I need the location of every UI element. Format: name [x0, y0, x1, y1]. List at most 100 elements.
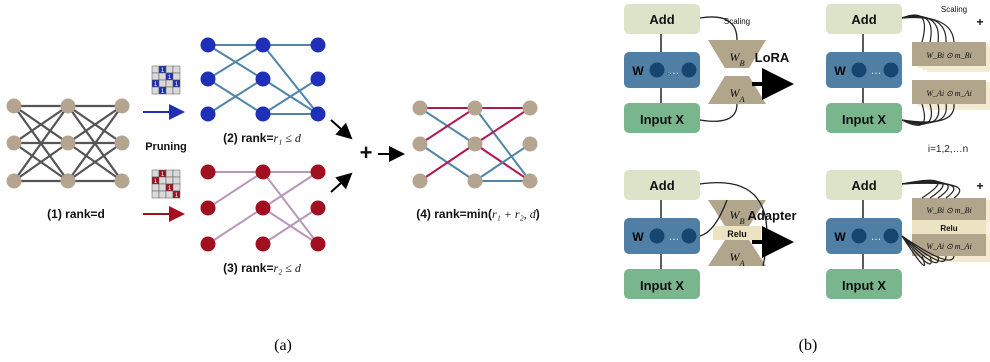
red-node [255, 164, 271, 180]
red-node [310, 236, 326, 252]
red-label-prefix: (3) rank= [223, 261, 273, 275]
blue-edge [207, 44, 264, 80]
merge-arrow-bottom [330, 172, 353, 193]
add-box [826, 170, 902, 200]
merged-node [412, 173, 428, 189]
mask-cell [172, 65, 181, 74]
mask-cell [151, 65, 160, 74]
index-label: i=1,2,…n [928, 144, 968, 155]
neuron-dot [851, 228, 867, 244]
adapter-in-curve [901, 235, 939, 264]
wb-trapezoid [708, 40, 766, 68]
wb-trapezoid [708, 200, 766, 226]
mask-cell [165, 86, 174, 95]
mask-cell [165, 169, 174, 178]
red-node [255, 236, 271, 252]
mask-cell [151, 169, 160, 178]
wb-mask-label: W_Bi ⊙ m_Bi [926, 51, 971, 60]
merged-node [522, 173, 538, 189]
neuron-dot [649, 228, 665, 244]
merged-edge [474, 143, 531, 182]
blue-network-label: (2) rank=r₁ ≤ d [223, 131, 302, 145]
adapter-out-curve [901, 182, 955, 199]
caption-b: (b) [799, 337, 818, 354]
lora-arrow-label: LoRA [755, 50, 790, 65]
input-label: Input X [640, 112, 684, 127]
mask-value: 1 [161, 89, 165, 95]
mask-value: 1 [161, 68, 165, 74]
mask-value: 1 [154, 179, 158, 185]
caption-a: (a) [274, 337, 292, 354]
mask-value: 1 [154, 82, 158, 88]
relu-label: Relu [940, 224, 957, 233]
red-edge [207, 207, 264, 245]
full-rank-label: (1) rank=d [47, 207, 105, 221]
adapter-in-curve [699, 199, 728, 237]
input-label: Input X [842, 278, 886, 293]
wa-mask-label: W_Ai ⊙ m_Ai [926, 242, 971, 251]
blue-node [255, 71, 271, 87]
relu-stack-layer [912, 220, 986, 234]
mask-cell [172, 190, 181, 199]
mask-cell [158, 176, 167, 185]
merged-edge [419, 107, 476, 145]
input-box [624, 269, 700, 299]
neuron-dot [681, 228, 697, 244]
add-label: Add [649, 178, 674, 193]
full-node [114, 98, 130, 114]
full-node [60, 98, 76, 114]
scaling-label: Scaling [941, 5, 967, 14]
merged-node [467, 100, 483, 116]
blue-edge [207, 78, 264, 115]
full-node [6, 135, 22, 151]
blue-node [310, 37, 326, 53]
add-box [624, 4, 700, 34]
scaling-label: Scaling [724, 17, 750, 26]
red-edge [207, 171, 264, 209]
red-edge [262, 171, 319, 209]
blue-edge [262, 78, 319, 115]
mask-cell [165, 65, 174, 74]
add-box [624, 170, 700, 200]
adapter-out-curve [901, 182, 961, 199]
red-pruned-network [200, 164, 326, 252]
full-edge [13, 105, 69, 182]
wb-stack-layer [912, 198, 986, 220]
ellipsis: … [669, 65, 680, 77]
mask-value: 1 [175, 193, 179, 199]
red-label-math: r₂ ≤ d [273, 261, 301, 275]
blue-node [310, 106, 326, 122]
wa-stack-layer [912, 234, 986, 256]
mask-cell [172, 86, 181, 95]
pruning-label: Pruning [145, 141, 187, 153]
scaling-curve [901, 16, 955, 43]
merged-label-math: r₁ + r₂, d [492, 207, 537, 221]
wa-label: WA [729, 250, 745, 268]
merged-edge [474, 107, 531, 182]
weight-label: W [632, 230, 644, 244]
blue-node [200, 37, 216, 53]
mask-value: 1 [175, 82, 179, 88]
input-box [826, 103, 902, 133]
plus-sign: + [976, 179, 983, 193]
wa-trapezoid [708, 240, 766, 266]
blue-label-prefix: (2) rank= [223, 131, 273, 145]
mask-cell [158, 79, 167, 88]
add-label: Add [649, 12, 674, 27]
wa-label: WA [729, 86, 745, 104]
add-label: Add [851, 178, 876, 193]
adapter-arrow-label: Adapter [747, 208, 796, 223]
full-node [114, 173, 130, 189]
wa-mask-label: W_Ai ⊙ m_Ai [926, 89, 971, 98]
plus-sign: + [360, 140, 373, 165]
weight-label: W [632, 64, 644, 78]
full-edge [13, 142, 69, 182]
red-edge [262, 171, 319, 245]
red-network-label: (3) rank=r₂ ≤ d [223, 261, 302, 275]
merged-label-prefix: (4) rank=min( [416, 207, 492, 221]
input-label: Input X [640, 278, 684, 293]
